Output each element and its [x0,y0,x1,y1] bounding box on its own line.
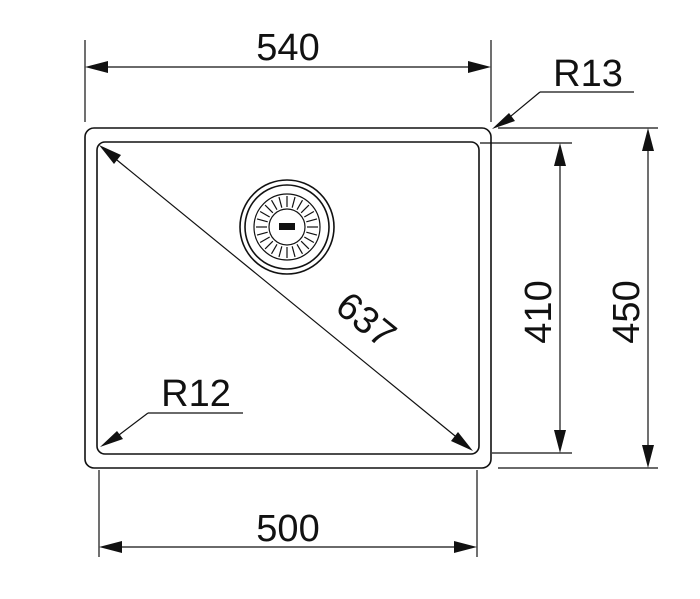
drain-spoke [264,240,274,250]
inner-radius-callout: R12 [100,373,243,447]
outer-width-dimension: 540 [84,27,492,122]
outer-width-label: 540 [256,27,319,69]
sink-outer-outline [84,127,492,469]
inner-height-label: 410 [518,280,560,343]
drain-spoke [278,246,283,258]
drain-spoke [296,199,304,210]
drain-spoke [264,204,274,214]
drain-spoke [270,244,278,255]
drain-spoke [300,240,310,250]
drain-spoke [306,231,318,236]
drain-spoke [259,210,270,218]
outer-height-dimension: 450 [498,127,658,469]
outer-height-label: 450 [606,280,648,343]
drain-spoke [306,218,318,223]
drain-spoke [256,218,268,223]
inner-width-dimension: 500 [98,470,478,557]
drain-spoke [291,246,296,258]
drain-spoke [291,196,296,208]
outer-radius-label: R13 [553,53,623,95]
diagonal-label: 637 [328,284,404,357]
inner-height-dimension: 410 [480,142,572,454]
sink-inner-outline [96,141,480,455]
drain-spoke [256,231,268,236]
drain-spoke [278,196,283,208]
diagonal-dimension: 637 [99,145,473,451]
drain-spoke [259,236,270,244]
drain-spoke [304,236,315,244]
drain-spoke [300,204,310,214]
drain-strainer-icon [239,179,335,275]
inner-width-label: 500 [256,508,319,550]
inner-radius-label: R12 [161,373,231,415]
drain-spoke [296,244,304,255]
outer-radius-callout: R13 [492,53,634,129]
drain-spoke [270,199,278,210]
drain-spoke [304,210,315,218]
